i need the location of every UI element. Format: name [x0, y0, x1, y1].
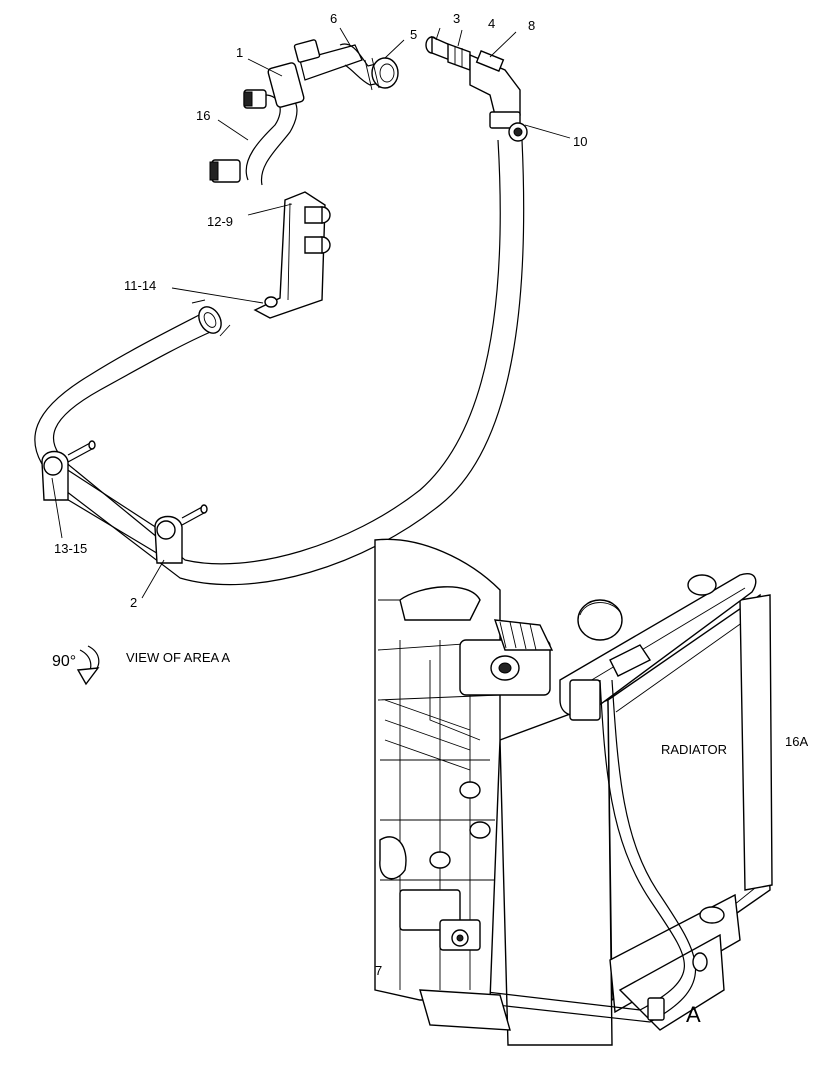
engine-radiator-illustration [374, 538, 773, 1046]
callout-3: 3 [453, 11, 460, 26]
callout-13-15: 13-15 [54, 541, 87, 556]
hose-clip-lower [154, 504, 208, 564]
hose-clip-left [41, 440, 96, 501]
callout-6: 6 [330, 11, 337, 26]
view-caption: VIEW OF AREA A [126, 650, 230, 665]
elbow-hose-assembly [209, 39, 399, 186]
mounting-bracket [253, 191, 331, 319]
radiator-label: RADIATOR [661, 742, 727, 757]
callout-12-9: 12-9 [207, 214, 233, 229]
callout-8: 8 [528, 18, 535, 33]
callout-10: 10 [573, 134, 587, 149]
callout-11-14: 11-14 [124, 278, 156, 293]
rotation-arrow-icon [76, 645, 100, 686]
rotation-degrees: 90° [52, 653, 76, 670]
fitting-assembly-right [425, 35, 528, 142]
callout-4: 4 [488, 16, 495, 31]
area-letter: A [686, 1002, 701, 1027]
callout-16A: 16A [785, 734, 808, 749]
callout-1: 1 [236, 45, 243, 60]
callout-16: 16 [196, 108, 210, 123]
callout-5: 5 [410, 27, 417, 42]
hose-assembly [34, 139, 525, 586]
callout-7: 7 [375, 963, 382, 978]
callout-2: 2 [130, 595, 137, 610]
